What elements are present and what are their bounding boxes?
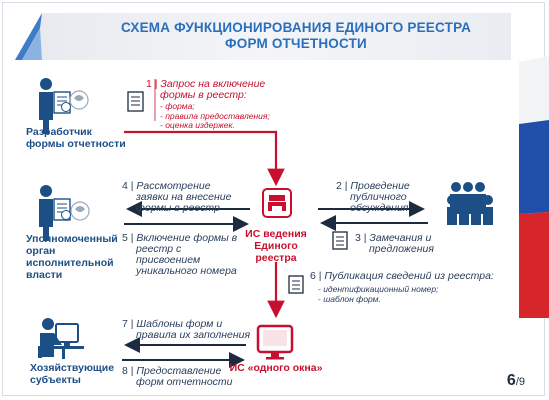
step-1-item: - оценка издержек. bbox=[160, 120, 235, 130]
step-5: 5 | Включение формы в реестр с присвоени… bbox=[122, 232, 238, 277]
step-4: 4 | Рассмотрение заявки на внесение форм… bbox=[122, 180, 232, 214]
actor-developer-label: Разработчик формы отчетности bbox=[26, 126, 126, 150]
system-one-window-label: ИС «одного окна» bbox=[229, 362, 323, 374]
step-6-item: - идентификационный номер; bbox=[318, 284, 439, 294]
title-line-2: ФОРМ ОТЧЕТНОСТИ bbox=[225, 36, 367, 51]
step-8: 8 | Предоставление форм отчетности bbox=[122, 365, 233, 388]
presenter-with-document-icon bbox=[39, 78, 89, 134]
step-6-items: - идентификационный номер; - шаблон форм… bbox=[318, 284, 439, 304]
step-1-item: - правила предоставления; bbox=[160, 110, 270, 121]
title-band-accent bbox=[15, 13, 42, 60]
document-icon bbox=[127, 91, 144, 112]
actor-authority-label: Уполномоченный орган исполнительной влас… bbox=[26, 233, 118, 281]
title-band bbox=[15, 13, 511, 60]
step-1-line-1: Запрос на включение bbox=[160, 78, 266, 90]
step-1-items: - форма; - правила предоставления; - оце… bbox=[160, 101, 270, 131]
title-band-accent-dark bbox=[22, 28, 42, 60]
person-at-computer-icon bbox=[38, 318, 84, 359]
document-icon bbox=[332, 231, 348, 250]
people-group-icon bbox=[447, 182, 493, 225]
page-number: 6/9 bbox=[506, 372, 525, 389]
step-1-number: 1 bbox=[146, 78, 152, 90]
step-1-item: - форма; bbox=[160, 101, 195, 111]
system-registry-label: ИС ведения Единого реестра bbox=[245, 228, 307, 264]
step-1-line-2: формы в реестр: bbox=[160, 89, 247, 101]
step-6-item: - шаблон форм. bbox=[318, 293, 381, 304]
page-title: СХЕМА ФУНКЦИОНИРОВАНИЯ ЕДИНОГО РЕЕСТРА Ф… bbox=[96, 20, 496, 52]
step-7: 7 | Шаблоны форм и правила их заполнения bbox=[122, 318, 251, 341]
printer-monitor-icon bbox=[262, 188, 292, 218]
step-1: 1 | Запрос на включение формы в реестр: bbox=[146, 78, 266, 101]
step-3: 3 | Замечания и предложения bbox=[355, 232, 434, 255]
flag-stripes bbox=[519, 56, 549, 318]
official-with-document-icon bbox=[39, 185, 90, 241]
title-line-1: СХЕМА ФУНКЦИОНИРОВАНИЯ ЕДИНОГО РЕЕСТРА bbox=[120, 20, 472, 35]
arrow-developer-to-registry bbox=[124, 130, 285, 187]
step-2: 2 | Проведение публичного обсуждения bbox=[336, 180, 410, 214]
actor-subjects-label: Хозяйствующие субъекты bbox=[30, 362, 115, 386]
document-icon bbox=[288, 275, 304, 294]
step-6: 6 | Публикация сведений из реестра: bbox=[310, 270, 494, 282]
monitor-icon bbox=[256, 324, 294, 360]
